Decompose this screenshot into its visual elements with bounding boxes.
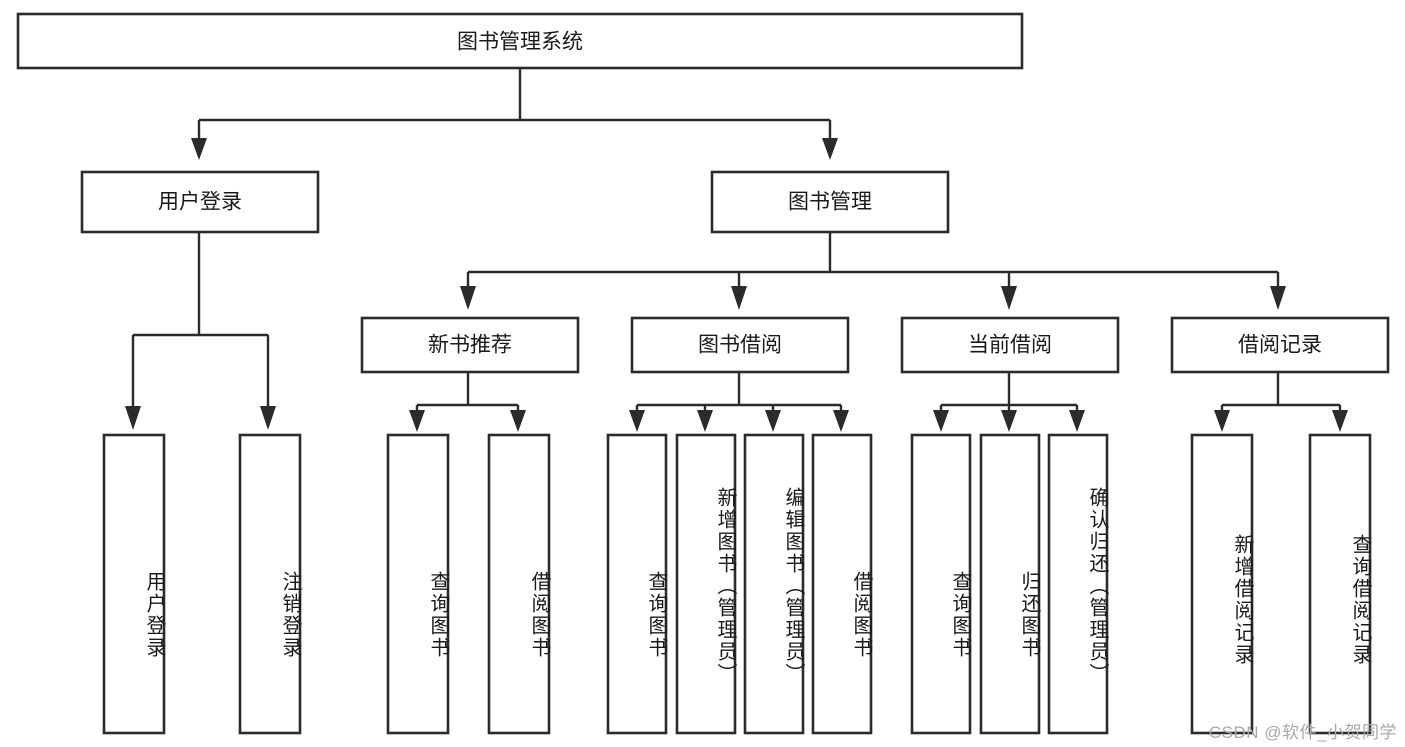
node-book-management[interactable]: 图书管理	[710, 170, 950, 234]
node-borrow-record-label: 借阅记录	[1238, 334, 1322, 357]
leaf-box-current-borrow-3[interactable]	[1047, 433, 1109, 735]
leaf-box-current-borrow-1[interactable]	[910, 433, 972, 735]
arrow-current-leaf-3	[1069, 410, 1085, 432]
arrow-record-leaf-2	[1332, 410, 1348, 432]
arrow-root-to-userlogin	[191, 138, 207, 160]
node-user-login-label: 用户登录	[158, 191, 242, 214]
arrow-userlogin-leaf-2	[260, 406, 276, 430]
arrow-record-leaf-1	[1214, 410, 1230, 432]
leaf-box-book-borrow-2[interactable]	[675, 433, 737, 735]
leaf-box-new-book-2[interactable]	[487, 433, 551, 735]
arrow-bookmgmt-to-newbook	[460, 286, 476, 310]
connector-layer	[125, 68, 1348, 432]
arrow-borrow-leaf-3	[765, 410, 781, 432]
node-root-label: 图书管理系统	[457, 31, 583, 54]
leaf-box-borrow-record-2[interactable]	[1308, 433, 1372, 735]
node-root[interactable]: 图书管理系统	[16, 12, 1024, 70]
node-borrow-record[interactable]: 借阅记录	[1170, 316, 1390, 374]
node-new-book-recommend-label: 新书推荐	[428, 334, 512, 357]
leaf-box-book-borrow-4[interactable]	[811, 433, 873, 735]
leaf-box-new-book-1[interactable]	[386, 433, 450, 735]
arrow-current-leaf-2	[1001, 410, 1017, 432]
leaf-box-user-login-1[interactable]	[102, 433, 166, 735]
csdn-watermark: CSDN @软件_小贺同学	[1208, 723, 1397, 742]
leaf-box-book-borrow-3[interactable]	[743, 433, 805, 735]
arrow-borrow-leaf-2	[697, 410, 713, 432]
leaf-box-book-borrow-1[interactable]	[606, 433, 668, 735]
arrow-borrow-leaf-1	[629, 410, 645, 432]
node-current-borrow-label: 当前借阅	[968, 334, 1052, 357]
node-new-book-recommend[interactable]: 新书推荐	[360, 316, 580, 374]
node-user-login[interactable]: 用户登录	[80, 170, 320, 234]
leaf-box-user-login-2[interactable]	[238, 433, 302, 735]
arrow-bookmgmt-to-record	[1270, 286, 1286, 310]
node-current-borrow[interactable]: 当前借阅	[900, 316, 1120, 374]
arrow-bookmgmt-to-borrow	[731, 286, 747, 310]
arrow-current-leaf-1	[933, 410, 949, 432]
leaf-box-current-borrow-2[interactable]	[979, 433, 1041, 735]
arrow-newbook-leaf-2	[510, 410, 526, 432]
arrow-bookmgmt-to-current	[1001, 286, 1017, 310]
node-book-management-label: 图书管理	[788, 191, 872, 214]
arrow-newbook-leaf-1	[409, 410, 425, 432]
node-book-borrow[interactable]: 图书借阅	[630, 316, 850, 374]
node-book-borrow-label: 图书借阅	[698, 334, 782, 357]
arrow-userlogin-leaf-1	[125, 406, 141, 430]
arrow-borrow-leaf-4	[833, 410, 849, 432]
leaf-box-borrow-record-1[interactable]	[1190, 433, 1254, 735]
arrow-root-to-bookmgmt	[822, 138, 838, 160]
